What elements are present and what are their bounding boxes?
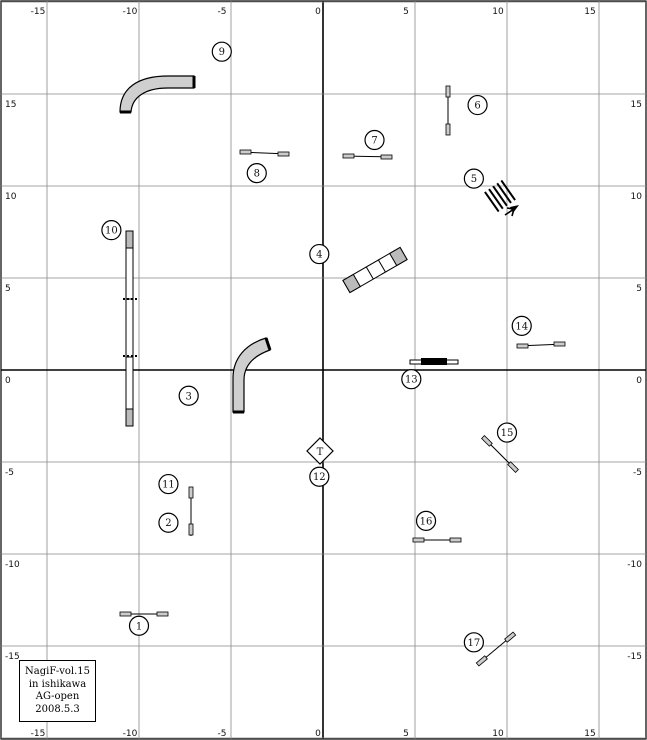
- y-tick-right: -5: [633, 468, 642, 478]
- obstacle-number-5: 5: [471, 174, 477, 185]
- x-tick-bottom: 5: [403, 729, 409, 739]
- y-tick-left: 5: [5, 284, 11, 294]
- x-tick-bottom: -5: [218, 729, 227, 739]
- x-tick-top: 5: [403, 7, 409, 17]
- seesaw-13: [409, 358, 459, 365]
- x-tick-top: -5: [218, 7, 227, 17]
- x-tick-top: 10: [492, 7, 504, 17]
- x-tick-bottom: -15: [31, 729, 46, 739]
- obstacle-number-1: 1: [136, 621, 142, 632]
- obstacle-marker-9: [211, 41, 232, 62]
- obstacle-marker-6: [467, 94, 488, 116]
- aframe-10: [123, 230, 137, 427]
- jump-16: [412, 537, 462, 543]
- obstacle-number-17: 17: [468, 638, 481, 649]
- y-tick-left: 10: [5, 192, 17, 202]
- x-tick-top: 15: [584, 7, 595, 17]
- obstacle-marker-10: [101, 220, 122, 241]
- obstacle-marker-17: [463, 632, 484, 653]
- obstacle-number-8: 8: [254, 169, 260, 180]
- table-12: [306, 437, 334, 465]
- obstacle-number-15: 15: [501, 428, 514, 439]
- obstacle-marker-8: [246, 163, 267, 184]
- obstacle-number-14: 14: [515, 321, 528, 332]
- equipment: T: [119, 75, 566, 667]
- x-tick-top: -15: [31, 7, 46, 17]
- y-tick-right: 0: [636, 376, 642, 386]
- y-tick-left: 0: [5, 376, 11, 386]
- y-tick-right: -10: [627, 560, 642, 570]
- table-label: T: [317, 447, 324, 458]
- y-tick-right: -15: [627, 652, 642, 662]
- dogwalk-4: [342, 246, 408, 294]
- obstacle-marker-14: [511, 315, 532, 336]
- obstacle-number-12: 12: [313, 472, 326, 483]
- x-tick-bottom: -10: [123, 729, 138, 739]
- y-tick-right: 5: [636, 284, 642, 294]
- jump-2-11: [188, 486, 194, 536]
- obstacle-number-6: 6: [474, 101, 480, 112]
- x-tick-bottom: 10: [492, 729, 504, 739]
- y-tick-left: -5: [5, 468, 14, 478]
- obstacle-marker-12: [309, 466, 330, 487]
- obstacle-number-9: 9: [219, 47, 225, 58]
- course-info-box: NagiF-vol.15 in ishikawa AG-open 2008.5.…: [19, 660, 96, 722]
- weave-5: [484, 179, 516, 213]
- obstacle-marker-2: [158, 512, 179, 533]
- obstacle-marker-7: [364, 129, 385, 151]
- obstacle-marker-4: [309, 243, 330, 265]
- obstacle-number-11: 11: [162, 480, 175, 491]
- jump-14: [516, 341, 566, 349]
- obstacle-marker-16: [415, 510, 437, 531]
- info-line-3: AG-open: [35, 691, 80, 702]
- obstacle-number-4: 4: [316, 250, 322, 261]
- obstacle-marker-3: [178, 385, 199, 406]
- jump-7: [342, 153, 393, 160]
- obstacle-marker-1: [128, 615, 150, 636]
- y-tick-left: -10: [5, 560, 20, 570]
- jump-17: [475, 631, 517, 667]
- jump-1: [119, 611, 169, 617]
- jump-15: [481, 435, 519, 473]
- x-tick-bottom: 15: [584, 729, 595, 739]
- obstacle-number-7: 7: [371, 136, 377, 147]
- info-line-1: NagiF-vol.15: [25, 666, 90, 677]
- x-tick-bottom: 0: [315, 729, 321, 739]
- y-tick-right: 10: [631, 192, 643, 202]
- obstacle-number-16: 16: [420, 516, 433, 527]
- obstacle-marker-13: [401, 369, 422, 390]
- obstacle-number-3: 3: [185, 391, 191, 402]
- x-tick-top: -10: [123, 7, 138, 17]
- obstacle-number-13: 13: [405, 375, 418, 386]
- obstacle-number-10: 10: [105, 226, 118, 237]
- obstacle-marker-15: [496, 422, 518, 443]
- y-tick-left: 15: [5, 100, 16, 110]
- y-tick-right: 15: [631, 100, 642, 110]
- y-tick-left: -15: [5, 652, 20, 662]
- jump-8: [239, 149, 290, 157]
- info-line-2: in ishikawa: [28, 678, 87, 690]
- obstacle-marker-5: [463, 168, 484, 189]
- obstacle-number-2: 2: [165, 518, 171, 529]
- obstacle-marker-11: [158, 473, 179, 495]
- jump-6: [445, 85, 451, 136]
- info-line-4: 2008.5.3: [35, 703, 80, 715]
- x-tick-top: 0: [315, 7, 321, 17]
